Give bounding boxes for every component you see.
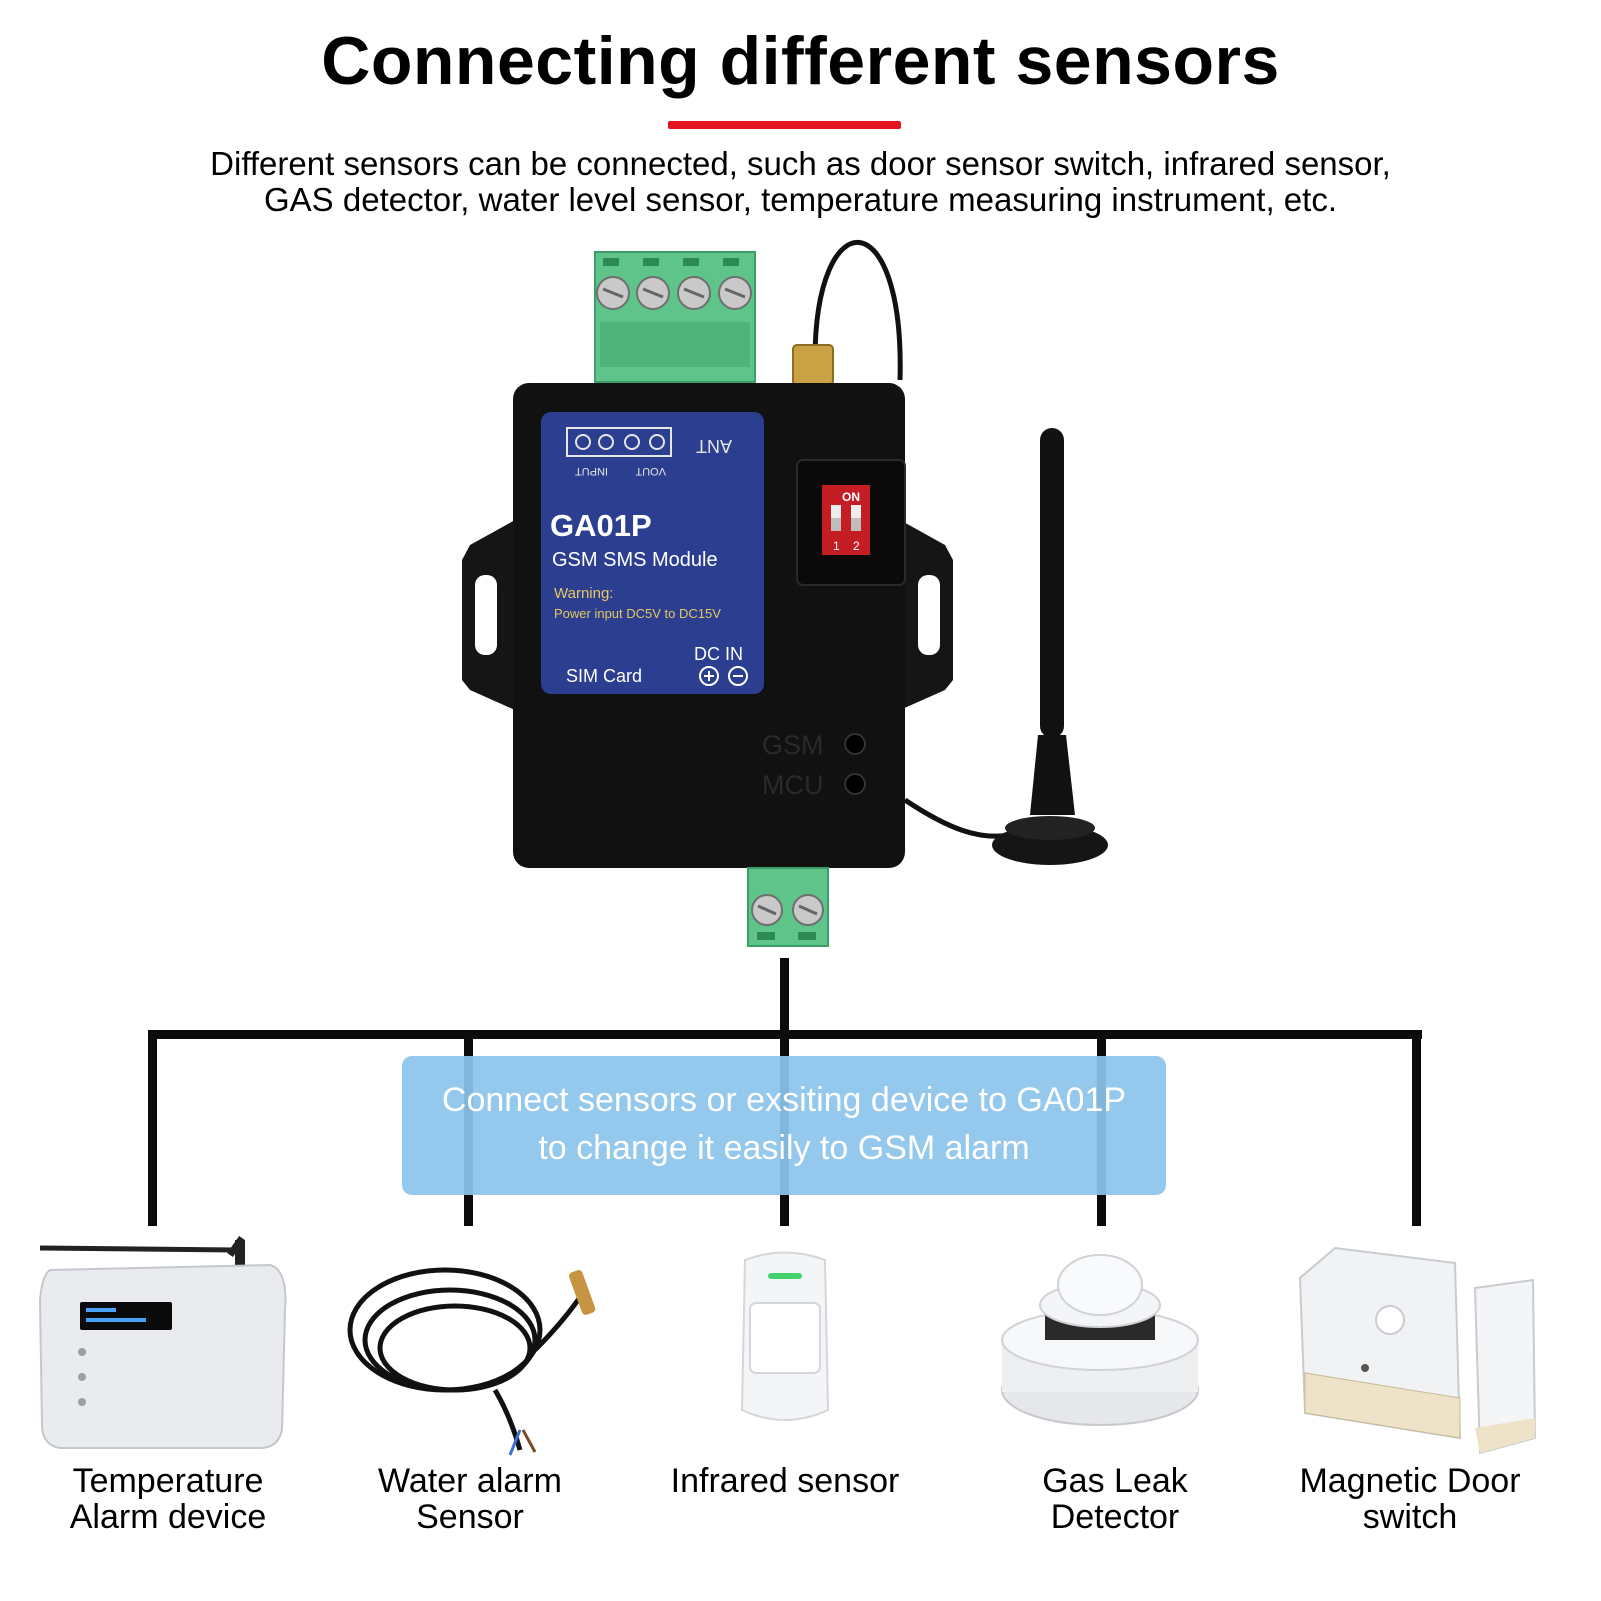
sensor-label-temperature: Temperature Alarm device: [28, 1463, 308, 1535]
external-antenna: [992, 428, 1108, 865]
top-terminal-block: [594, 251, 756, 383]
bottom-terminal-block: [747, 867, 829, 947]
sensor-label-line: switch: [1362, 1498, 1458, 1536]
water-alarm-sensor-image: [347, 1267, 596, 1456]
caption-box: [402, 1056, 1166, 1195]
caption-text: Connect sensors or exsiting device to GA…: [402, 1076, 1166, 1172]
magnetic-door-switch-image: [1298, 1246, 1537, 1455]
antenna-connector: [792, 344, 834, 386]
label-terminal-diagram: [566, 427, 672, 457]
antenna-cable-base: [903, 797, 1011, 839]
sensor-label-door: Magnetic Door switch: [1270, 1463, 1550, 1535]
sensor-label-line: Infrared sensor: [670, 1462, 900, 1500]
gsm-module-illustration: ANT INPUT VOUT GA01P GSM SMS Module Warn…: [462, 239, 1108, 947]
sensor-label-line: Magnetic Door: [1299, 1462, 1521, 1500]
label-ant-text: ANT: [696, 436, 732, 456]
caption-line-2: to change it easily to GSM alarm: [538, 1129, 1030, 1167]
sensor-label-infrared: Infrared sensor: [640, 1463, 930, 1499]
right-mount-hole: [918, 575, 940, 655]
wire-drop-1: [148, 1030, 157, 1226]
title-underline: [668, 121, 901, 129]
sensor-label-line: Water alarm: [378, 1462, 562, 1500]
module-warning-title: Warning:: [554, 585, 613, 602]
sensor-label-line: Alarm device: [69, 1498, 267, 1536]
sensor-label-line: Detector: [1050, 1498, 1180, 1536]
dip-switch: [822, 485, 870, 555]
led-gsm: [844, 733, 866, 755]
temperature-alarm-device-image: [38, 1235, 287, 1449]
sensor-label-line: Gas Leak: [1042, 1462, 1188, 1500]
caption-line-1: Connect sensors or exsiting device to GA…: [441, 1081, 1127, 1119]
label-vout-text: VOUT: [635, 465, 666, 477]
sensor-label-water: Water alarm Sensor: [330, 1463, 610, 1535]
wire-drop-5: [1412, 1030, 1421, 1226]
module-sim-label: SIM Card: [566, 666, 642, 686]
led-mcu-label: MCU: [762, 770, 824, 800]
led-gsm-label: GSM: [762, 730, 824, 760]
dip-1-label: 1: [833, 539, 840, 553]
sensor-label-line: Temperature: [72, 1462, 264, 1500]
antenna-cable-top: [812, 239, 903, 381]
dip-on-label: ON: [842, 490, 860, 504]
label-input-text: INPUT: [575, 465, 608, 477]
subtitle: Different sensors can be connected, such…: [0, 146, 1601, 218]
wire-bus: [148, 1030, 1422, 1039]
module-warning-text: Power input DC5V to DC15V: [554, 606, 721, 621]
led-mcu: [844, 773, 866, 795]
infrared-sensor-image: [740, 1251, 830, 1421]
subtitle-line-2: GAS detector, water level sensor, temper…: [264, 181, 1337, 218]
sensor-label-gas: Gas Leak Detector: [975, 1463, 1255, 1535]
module-dcin-label: DC IN: [694, 644, 743, 664]
sensor-label-line: Sensor: [416, 1498, 524, 1536]
module-model: GA01P: [550, 508, 652, 543]
left-mount-hole: [475, 575, 497, 655]
module-label: [541, 412, 764, 694]
module-name: GSM SMS Module: [552, 549, 718, 571]
subtitle-line-1: Different sensors can be connected, such…: [210, 145, 1391, 182]
dc-plus-icon: [699, 666, 719, 686]
dip-2-label: 2: [853, 539, 860, 553]
dc-minus-icon: [728, 666, 748, 686]
page-title: Connecting different sensors: [321, 23, 1280, 99]
gas-leak-detector-image: [1001, 1254, 1199, 1426]
